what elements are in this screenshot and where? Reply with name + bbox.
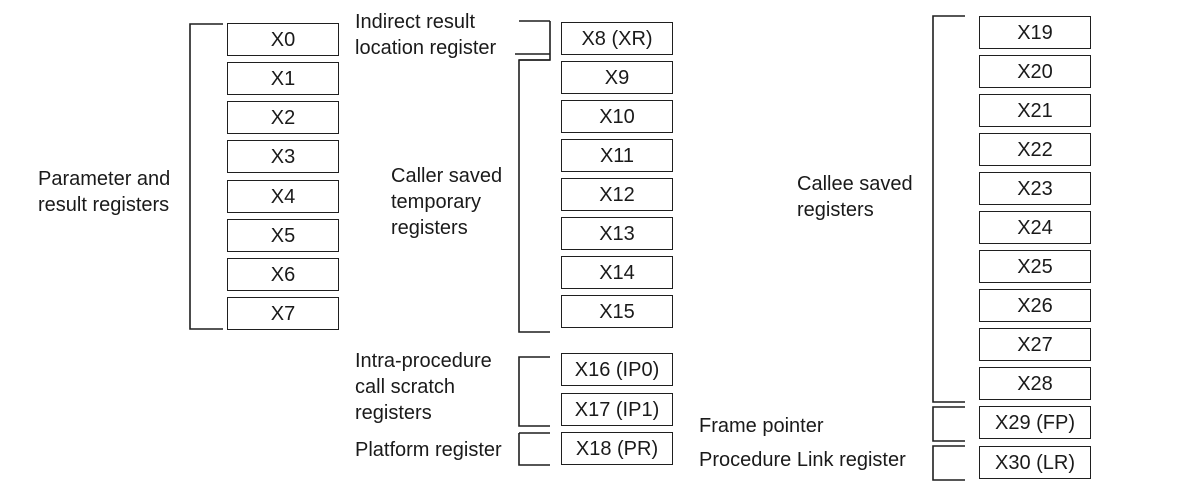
label-line: Indirect result [355,11,476,33]
bracket-parameter-registers [189,23,223,330]
register-box-x20: X20 [979,55,1091,88]
bracket-xr [515,20,551,61]
frame-pointer-label: Frame pointer [699,413,824,439]
register-box-x12: X12 [561,178,673,211]
register-box-x8: X8 (XR) [561,22,673,55]
register-box-x27: X27 [979,328,1091,361]
register-box-x18: X18 (PR) [561,432,673,465]
register-box-x13: X13 [561,217,673,250]
label-line: registers [391,217,468,239]
register-box-x19: X19 [979,16,1091,49]
register-box-x3: X3 [227,140,339,173]
register-box-x28: X28 [979,367,1091,400]
bracket-ip-registers [518,356,550,427]
bracket-caller-saved [518,59,550,333]
register-box-x11: X11 [561,139,673,172]
label-line: Callee saved [797,173,913,195]
ip-registers-label: Intra-procedure call scratch registers [355,348,492,426]
register-box-x7: X7 [227,297,339,330]
register-box-x16: X16 (IP0) [561,353,673,386]
register-box-x30: X30 (LR) [979,446,1091,479]
label-line: registers [797,199,874,221]
bracket-callee-saved [932,15,965,403]
register-box-x24: X24 [979,211,1091,244]
label-line: Platform register [355,439,502,461]
register-box-x10: X10 [561,100,673,133]
register-box-x5: X5 [227,219,339,252]
bracket-fp [932,406,965,442]
register-box-x6: X6 [227,258,339,291]
label-line: result registers [38,194,170,216]
register-box-x29: X29 (FP) [979,406,1091,439]
register-box-x0: X0 [227,23,339,56]
register-box-x14: X14 [561,256,673,289]
register-box-x2: X2 [227,101,339,134]
register-box-x22: X22 [979,133,1091,166]
register-box-x25: X25 [979,250,1091,283]
label-line: location register [355,37,497,59]
label-line: Parameter and [38,168,171,190]
register-box-x21: X21 [979,94,1091,127]
label-line: Caller saved [391,165,503,187]
register-box-x23: X23 [979,172,1091,205]
parameter-registers-label: Parameter and result registers [38,166,170,218]
bracket-lr [932,445,965,481]
callee-saved-label: Callee saved registers [797,171,913,223]
link-register-label: Procedure Link register [699,447,906,473]
xr-label: Indirect result location register [355,9,496,61]
register-box-x1: X1 [227,62,339,95]
register-box-x9: X9 [561,61,673,94]
register-box-x4: X4 [227,180,339,213]
label-line: temporary [391,191,482,213]
register-box-x26: X26 [979,289,1091,322]
label-line: Intra-procedure [355,350,492,372]
bracket-pr [518,432,550,466]
caller-saved-label: Caller saved temporary registers [391,163,502,241]
label-line: Frame pointer [699,415,824,437]
label-line: registers [355,402,432,424]
register-box-x17: X17 (IP1) [561,393,673,426]
label-line: Procedure Link register [699,449,906,471]
label-line: call scratch [355,376,456,398]
register-box-x15: X15 [561,295,673,328]
platform-register-label: Platform register [355,437,502,463]
